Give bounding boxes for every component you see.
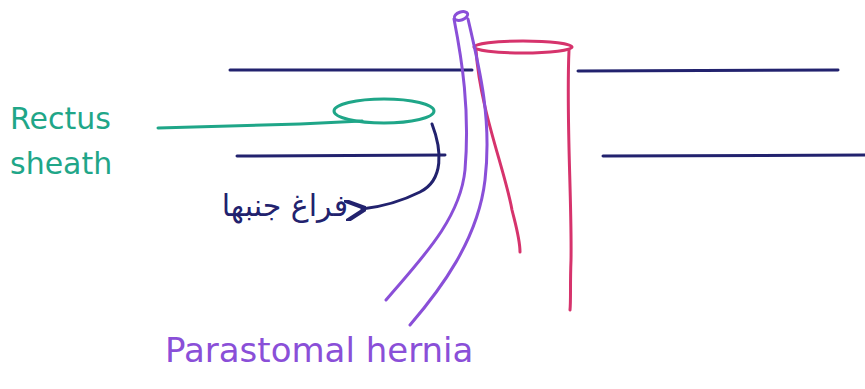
- stoma: [474, 41, 572, 310]
- hernia-bowel: [386, 10, 487, 325]
- part-label: Parastomal hernia: [165, 328, 585, 372]
- part-label: فراغ جنبها: [130, 186, 348, 225]
- pointer-arrow: [362, 124, 439, 209]
- part-label: Rectus sheath: [10, 96, 150, 186]
- abdominal-wall: [230, 70, 865, 156]
- rectus-sheath: [158, 99, 434, 128]
